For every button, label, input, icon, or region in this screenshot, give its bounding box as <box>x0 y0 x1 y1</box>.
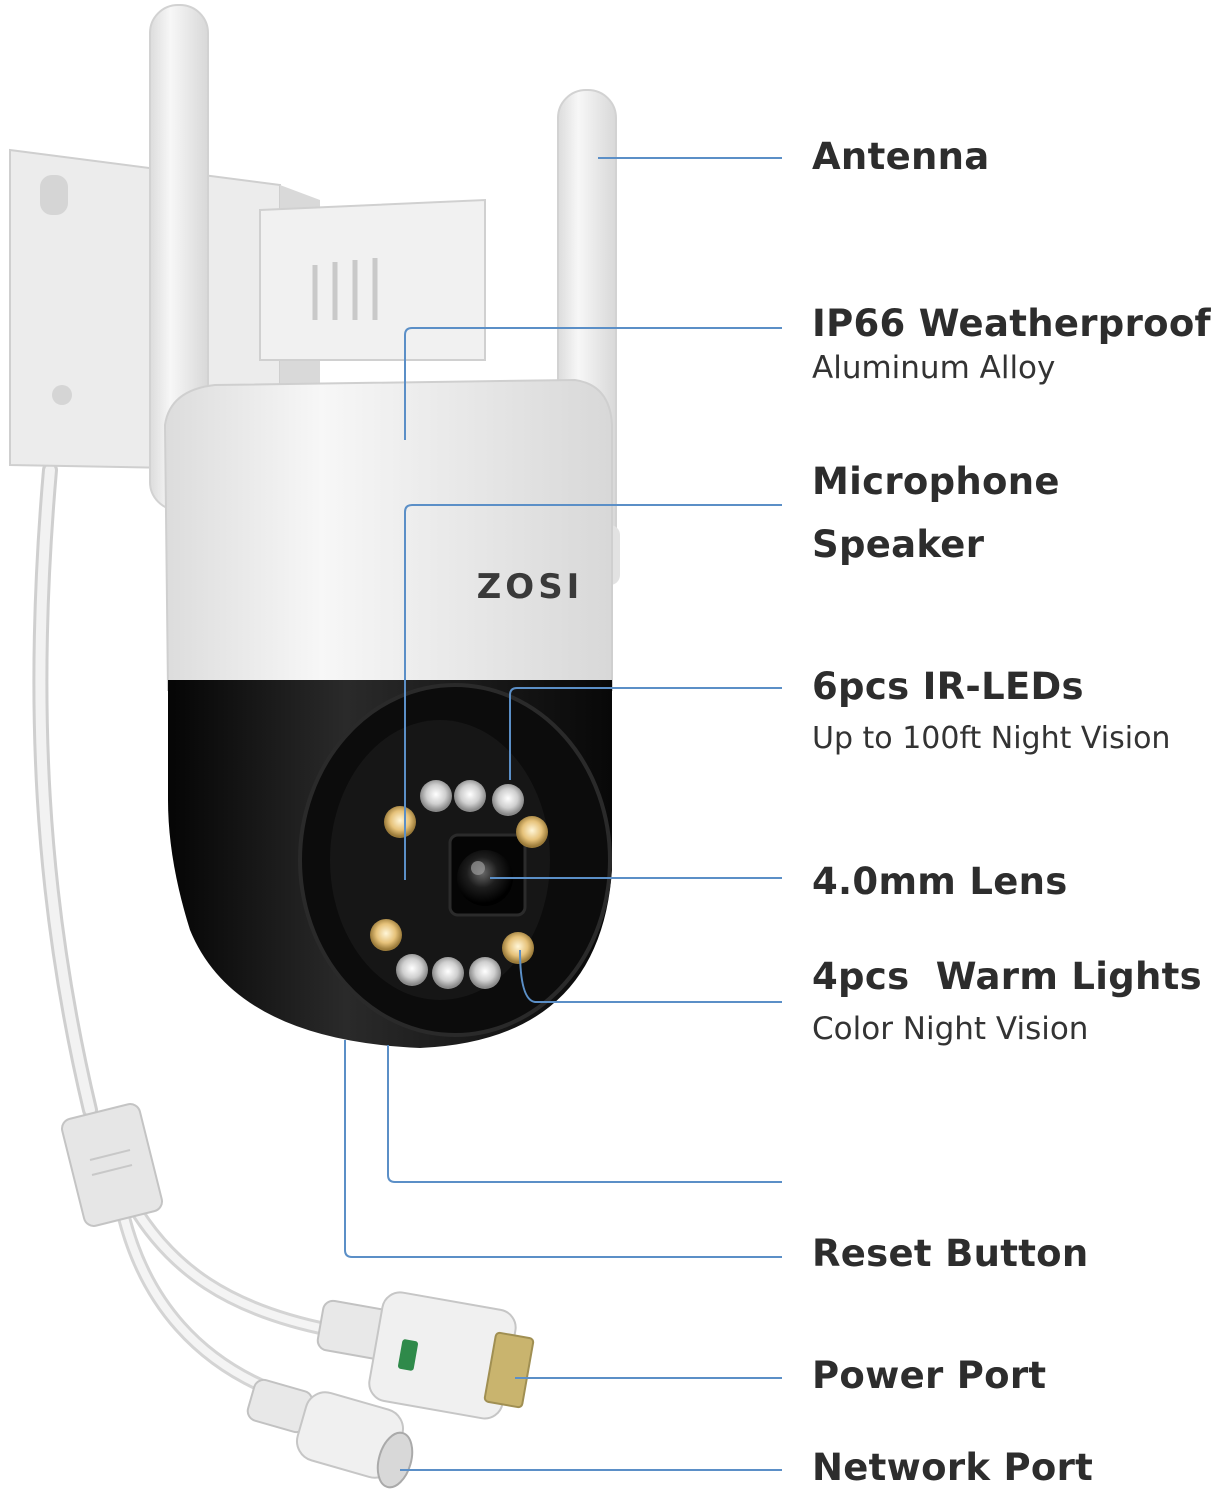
camera-housing-white: ZOSI <box>163 378 613 691</box>
callout-title: Antenna <box>812 135 990 178</box>
ir-led-icon <box>492 784 524 816</box>
callout-subtitle: Color Night Vision <box>812 1011 1089 1048</box>
callout-network: Network Port <box>812 1446 1093 1490</box>
lens-icon <box>457 850 513 906</box>
callout-title: IP66 Weatherproof <box>812 302 1211 345</box>
callout-title: 6pcs IR-LEDs <box>812 665 1084 708</box>
callout-lens: 4.0mm Lens <box>812 860 1068 904</box>
callout-title: Microphone <box>812 460 1060 503</box>
callout-reset: Reset Button <box>812 1232 1089 1276</box>
cable <box>32 462 337 1407</box>
ir-led-icon <box>469 957 501 989</box>
callout-antenna: Antenna <box>812 135 990 179</box>
dc-connector <box>246 1378 414 1489</box>
rj45-connector <box>316 1291 535 1420</box>
ir-led-icon <box>420 780 452 812</box>
warm-light-icon <box>370 919 402 951</box>
callout-weatherproof: IP66 Weatherproof Aluminum Alloy <box>812 302 1211 389</box>
ir-led-icon <box>454 780 486 812</box>
warm-light-icon <box>516 816 548 848</box>
leader-weatherproof <box>404 327 782 440</box>
ir-led-icon <box>396 954 428 986</box>
callout-title: 4.0mm Lens <box>812 860 1068 903</box>
callout-subtitle: Up to 100ft Night Vision <box>812 721 1171 757</box>
callout-title: Power Port <box>812 1354 1047 1397</box>
led-ring <box>370 780 548 989</box>
callout-title: 4pcs Warm Lights <box>812 955 1202 998</box>
callout-title: Speaker <box>812 523 985 566</box>
leader-lines <box>344 157 782 1471</box>
callout-warm-lights: 4pcs Warm Lights Color Night Vision <box>812 955 1202 1050</box>
leader-ir-leds <box>509 687 782 780</box>
leader-warm-lights <box>519 949 782 1003</box>
callout-power: Power Port <box>812 1354 1046 1398</box>
warm-light-icon <box>384 806 416 838</box>
callout-ir-leds: 6pcs IR-LEDs Up to 100ft Night Vision <box>812 665 1170 758</box>
leader-speaker <box>387 1045 782 1183</box>
callout-title: Network Port <box>812 1446 1094 1489</box>
callout-subtitle: Aluminum Alloy <box>812 350 1056 387</box>
brand-logo: ZOSI <box>477 567 584 607</box>
callout-title: Reset Button <box>812 1232 1089 1275</box>
leader-reset <box>344 1040 782 1258</box>
camera-dome-black <box>168 680 612 1048</box>
callout-speaker: Speaker <box>812 523 984 567</box>
ir-led-icon <box>432 957 464 989</box>
leader-microphone <box>404 504 782 880</box>
warm-light-icon <box>502 932 534 964</box>
cable-junction <box>61 1103 163 1227</box>
callout-microphone: Microphone <box>812 460 1060 504</box>
